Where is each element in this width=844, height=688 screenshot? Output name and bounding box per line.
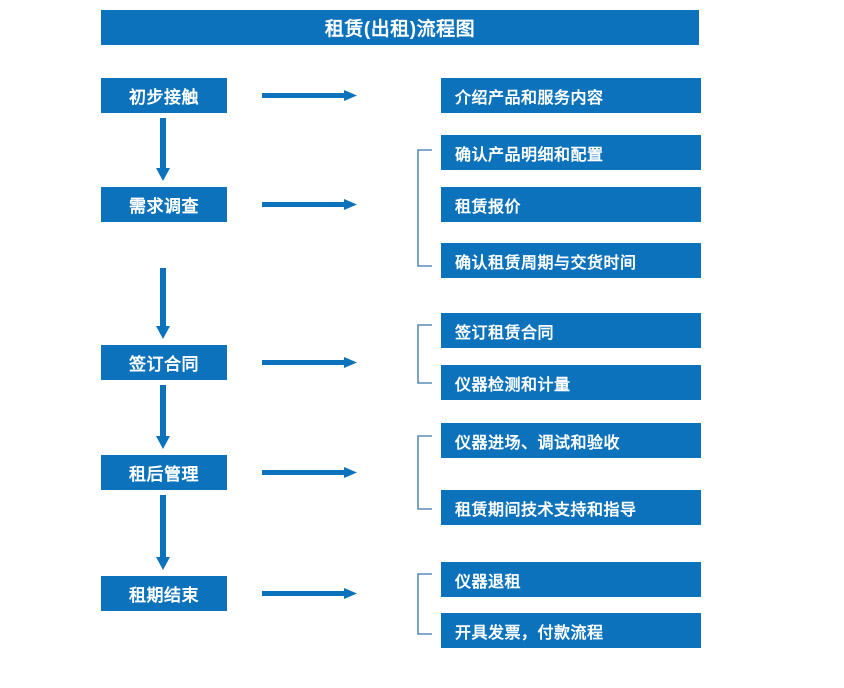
stage-box-1[interactable]: 初步接触 [101, 78, 227, 113]
detail-label: 开具发票，付款流程 [455, 624, 604, 642]
stage-box-5[interactable]: 租期结束 [101, 576, 227, 611]
detail-box-5[interactable]: 签订租赁合同 [441, 313, 701, 348]
stage-label: 租期结束 [129, 586, 199, 605]
detail-label: 签订租赁合同 [455, 324, 555, 342]
detail-box-4[interactable]: 确认租赁周期与交货时间 [441, 243, 701, 278]
arrow-down-icon [155, 118, 171, 182]
detail-label: 介绍产品和服务内容 [455, 89, 604, 107]
bracket-icon [417, 324, 433, 384]
detail-box-6[interactable]: 仪器检测和计量 [441, 365, 701, 400]
detail-box-10[interactable]: 开具发票，付款流程 [441, 613, 701, 648]
stage-box-3[interactable]: 签订合同 [101, 345, 227, 380]
stage-label: 签订合同 [129, 355, 199, 374]
detail-label: 仪器退租 [455, 573, 522, 591]
detail-label: 租赁期间技术支持和指导 [455, 501, 637, 519]
arrow-right-icon [262, 198, 358, 210]
stage-box-2[interactable]: 需求调查 [101, 187, 227, 222]
bracket-icon [417, 435, 433, 510]
arrow-down-icon [155, 385, 171, 450]
detail-box-7[interactable]: 仪器进场、调试和验收 [441, 423, 701, 458]
arrow-right-icon [262, 587, 358, 599]
detail-box-2[interactable]: 确认产品明细和配置 [441, 135, 701, 170]
stage-label: 需求调查 [129, 197, 199, 216]
bracket-icon [417, 573, 433, 635]
detail-label: 租赁报价 [455, 198, 522, 216]
stage-box-4[interactable]: 租后管理 [101, 455, 227, 490]
detail-box-9[interactable]: 仪器退租 [441, 562, 701, 597]
arrow-down-icon [155, 495, 171, 571]
arrow-right-icon [262, 89, 358, 101]
stage-label: 租后管理 [129, 465, 199, 484]
detail-box-3[interactable]: 租赁报价 [441, 187, 701, 222]
detail-label: 仪器检测和计量 [455, 376, 571, 394]
detail-label: 仪器进场、调试和验收 [455, 434, 621, 452]
detail-label: 确认租赁周期与交货时间 [455, 254, 637, 272]
bracket-icon [417, 149, 433, 267]
arrow-down-icon [155, 268, 171, 340]
arrow-right-icon [262, 466, 358, 478]
detail-box-8[interactable]: 租赁期间技术支持和指导 [441, 490, 701, 525]
detail-label: 确认产品明细和配置 [455, 146, 604, 164]
arrow-right-icon [262, 356, 358, 368]
stage-label: 初步接触 [129, 88, 199, 107]
page-title: 租赁(出租)流程图 [101, 10, 699, 45]
detail-box-1[interactable]: 介绍产品和服务内容 [441, 78, 701, 113]
